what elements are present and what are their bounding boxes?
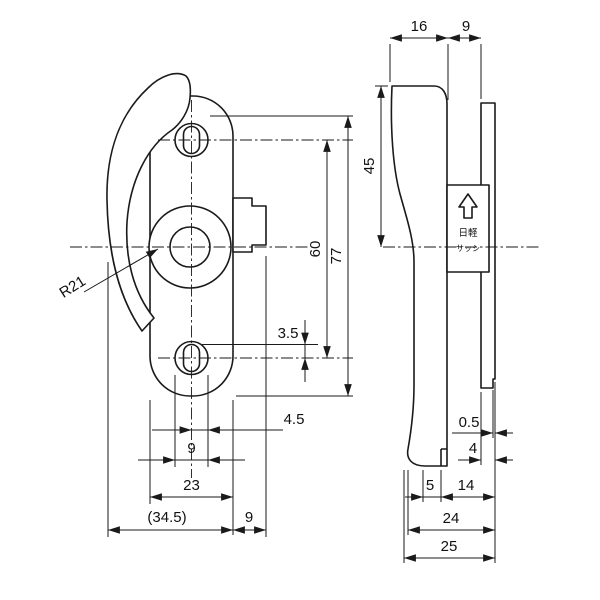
dim-label: 9 — [187, 440, 195, 457]
dim-label: 9 — [462, 18, 470, 35]
dim-label: 45 — [361, 158, 378, 175]
side-view-part — [390, 85, 496, 467]
dim-depth-inner: 14 — [440, 470, 495, 502]
dim-plate-lip: 0.5 — [452, 382, 513, 563]
dim-label: 14 — [458, 477, 475, 494]
dim-overall-depth: 25 — [403, 470, 495, 563]
dim-upper-height: 45 — [361, 85, 388, 247]
dim-hole-diameter: 9 — [138, 375, 245, 467]
dim-label: 0.5 — [459, 414, 480, 431]
radius-leader-line — [83, 248, 159, 293]
side-body-step — [440, 448, 447, 466]
brand-label: 日軽 サッシ — [446, 184, 490, 273]
dim-hole-radius: 4.5 — [152, 375, 304, 467]
radius-callout: R21 — [56, 248, 159, 302]
dim-depth-mid: 24 — [407, 470, 495, 535]
dim-foot-width: 5 — [405, 470, 441, 502]
up-arrow-icon — [458, 193, 478, 219]
dim-overall-height: 77 — [210, 115, 353, 397]
dim-top-gap: 9 — [448, 18, 482, 99]
side-view: 日軽 サッシ 16 9 45 0.5 — [361, 18, 540, 563]
dim-body-width: 23 — [149, 400, 234, 535]
side-body-profile — [390, 85, 448, 467]
dim-label: (34.5) — [147, 509, 186, 526]
brand-label-line2: サッシ — [456, 244, 480, 253]
dim-label: 3.5 — [278, 325, 299, 342]
dim-top-width: 16 — [389, 18, 449, 100]
dim-label: 4.5 — [284, 411, 305, 428]
front-view-centerlines — [70, 100, 353, 478]
dim-label: 24 — [443, 510, 460, 527]
dim-label: 16 — [411, 18, 428, 35]
brand-label-line1: 日軽 — [458, 228, 478, 239]
front-view: R21 60 77 3.5 4.5 — [56, 72, 353, 537]
dim-label: 5 — [426, 477, 434, 494]
dim-label: 9 — [245, 509, 253, 526]
dim-tab-width: 9 — [233, 256, 267, 537]
dim-hole-spacing: 60 — [307, 140, 331, 358]
dim-overall-width: (34.5) — [107, 262, 233, 537]
front-view-part — [106, 72, 267, 397]
dim-plate-thickness: 4 — [458, 392, 513, 465]
dim-label: 60 — [307, 241, 324, 258]
latch-tab — [232, 197, 267, 253]
dim-label: 25 — [441, 538, 458, 555]
dim-slot-offset: 3.5 — [202, 320, 318, 382]
dim-label: 23 — [183, 477, 200, 494]
dim-label: 77 — [328, 248, 345, 265]
radius-label: R21 — [56, 273, 88, 302]
dim-label: 4 — [469, 440, 477, 457]
